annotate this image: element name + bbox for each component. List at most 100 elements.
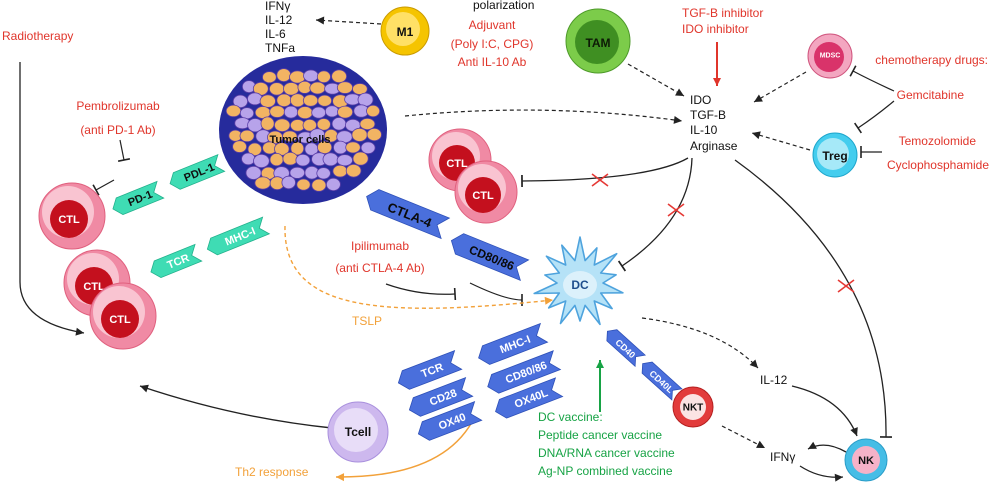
ox40-to-th2-arrow: [335, 421, 473, 478]
m1-to-cytokines-arrow: [315, 19, 382, 25]
peptide-vaccine-label: Peptide cancer vaccine: [538, 428, 662, 442]
inhibition-bar-icon: [117, 158, 131, 162]
gemcitabine-to-treg-inhibit: [857, 100, 895, 129]
m1-cytokine-list: IFNγ IL-12 IL-6 TNFa: [265, 0, 295, 55]
tumor-to-ido-arrow: [404, 109, 683, 122]
tumor-cell-blob: [316, 140, 333, 155]
ipilimumab-subtitle: (anti CTLA-4 Ab): [335, 261, 424, 275]
treg-to-ido-arrow: [751, 132, 811, 151]
cd8086-receptor-upper: CD80/86: [450, 233, 530, 281]
ctl-label: CTL: [446, 158, 468, 170]
ox40-receptor: OX40: [417, 400, 483, 441]
cytokine-il6: IL-6: [265, 27, 286, 41]
pembrolizumab-inhibit: [119, 139, 125, 161]
tslp-label: TSLP: [352, 314, 382, 328]
chemotherapy-title: chemotherapy drugs:: [875, 53, 988, 67]
pembrolizumab-title: Pembrolizumab: [76, 99, 160, 113]
receptor-shape: [169, 153, 226, 190]
dna-rna-vaccine-label: DNA/RNA cancer vaccine: [538, 446, 675, 460]
ctl-cell: CTL: [454, 160, 518, 224]
tumor-cell-blob: [239, 129, 255, 143]
pembrolizumab-subtitle: (anti PD-1 Ab): [80, 123, 155, 137]
tcr-receptor-blue: TCR: [397, 349, 463, 390]
ctl-cell: CTL: [38, 182, 106, 250]
cd40l-receptor: CD40L: [641, 361, 683, 401]
tumor-cell-blob: [316, 70, 331, 84]
mdsc-label: MDSC: [820, 53, 841, 60]
factor-tgfb: TGF-B: [690, 108, 726, 122]
tumor-cell-blob: [325, 177, 341, 191]
tumor-cell-blob: [232, 140, 248, 153]
cd8086-to-dc-inhibit: [469, 282, 523, 301]
tumor-cell-blob: [274, 118, 291, 132]
ag-np-vaccine-label: Ag-NP combined vaccine: [538, 464, 673, 478]
tumor-cell-blob: [333, 140, 348, 155]
polarization-label: polarization: [473, 0, 534, 12]
il12-label: IL-12: [760, 373, 788, 387]
ido-to-ctl-inhibit: [521, 157, 689, 182]
m1-label: M1: [397, 25, 414, 39]
dc-label: DC: [571, 278, 589, 292]
tumor-cell-blob: [295, 153, 311, 167]
ctl-label: CTL: [83, 281, 105, 293]
cytokine-ifng: IFNγ: [265, 0, 290, 13]
inhibitor-label: TGF-B inhibitor IDO inhibitor: [682, 6, 763, 36]
nkt-label: NKT: [683, 403, 704, 414]
tumor-cell-blob: [259, 94, 276, 108]
mdsc-cell: MDSC: [807, 33, 853, 79]
arrowhead-icon: [675, 88, 684, 96]
il12-to-nk-arrow: [791, 385, 858, 437]
tumor-cell-blob: [239, 107, 255, 120]
ctl-label: CTL: [472, 190, 494, 202]
tumor-cell-blob: [276, 93, 292, 108]
tumor-cell-blob: [303, 69, 319, 83]
tumor-cell-blob: [262, 71, 277, 84]
tslp-to-dc-arrow: [284, 225, 554, 309]
inhibition-crosses: [591, 173, 855, 293]
tumor-cells-label: Tumor cells: [270, 134, 331, 146]
ipilimumab-title: Ipilimumab: [351, 239, 409, 253]
receptor-shape: [408, 376, 474, 417]
pd1-receptor: PD-1: [112, 180, 165, 216]
tumor-cell-blob: [357, 92, 374, 107]
adjuvant-title: Adjuvant: [469, 18, 516, 32]
arrowhead-icon: [316, 16, 325, 25]
tumor-cell-blob: [296, 178, 311, 191]
nk-label: NK: [858, 455, 874, 467]
ipilimumab-inhibit: [385, 283, 456, 295]
tumor-cell-blob: [359, 118, 376, 131]
tumor-cell-blob: [276, 68, 292, 82]
mhc1-receptor-blue: MHC-I: [478, 322, 549, 365]
tcr-receptor-green: TCR: [150, 243, 203, 279]
ifng-label: IFNγ: [770, 450, 795, 464]
t-cell: Tcell: [327, 401, 389, 463]
inhibition-cross-icon: [591, 173, 609, 187]
tumor-cell-blob: [316, 167, 331, 180]
tumor-cell-blob: [352, 151, 369, 166]
tumor-cell-blob: [225, 104, 242, 118]
receptor-shape: [495, 377, 564, 419]
pdl1-receptor: PDL-1: [169, 153, 226, 190]
receptor-shape: [478, 322, 549, 365]
tumor-cell-blob: [268, 82, 285, 96]
radiotherapy-label: Radiotherapy: [2, 29, 73, 43]
ctl-label: CTL: [109, 314, 131, 326]
tumor-cell-blobs: [225, 68, 382, 192]
arrowhead-icon: [336, 473, 345, 482]
receptor-shape: [450, 233, 530, 281]
suppressive-factor-list: IDO TGF-B IL-10 Arginase: [690, 93, 738, 153]
tcell-label: Tcell: [345, 425, 371, 439]
receptor-shape: [397, 349, 463, 390]
adjuvant-anti-il10: Anti IL-10 Ab: [458, 55, 527, 69]
tumor-cell-blob: [311, 178, 327, 192]
receptor-shape: [150, 243, 203, 279]
pd1-to-ctl-inhibit: [95, 179, 115, 191]
dc-to-il12-arrow: [641, 317, 759, 369]
receptor-shape: [417, 400, 483, 441]
arrowhead-icon: [544, 296, 553, 305]
cyclophosphamide-label: Cyclophosphamide: [887, 158, 989, 172]
tumor-cell-blob: [345, 163, 362, 178]
gemcitabine-label: Gemcitabine: [897, 88, 965, 102]
treg-label: Treg: [822, 149, 847, 163]
